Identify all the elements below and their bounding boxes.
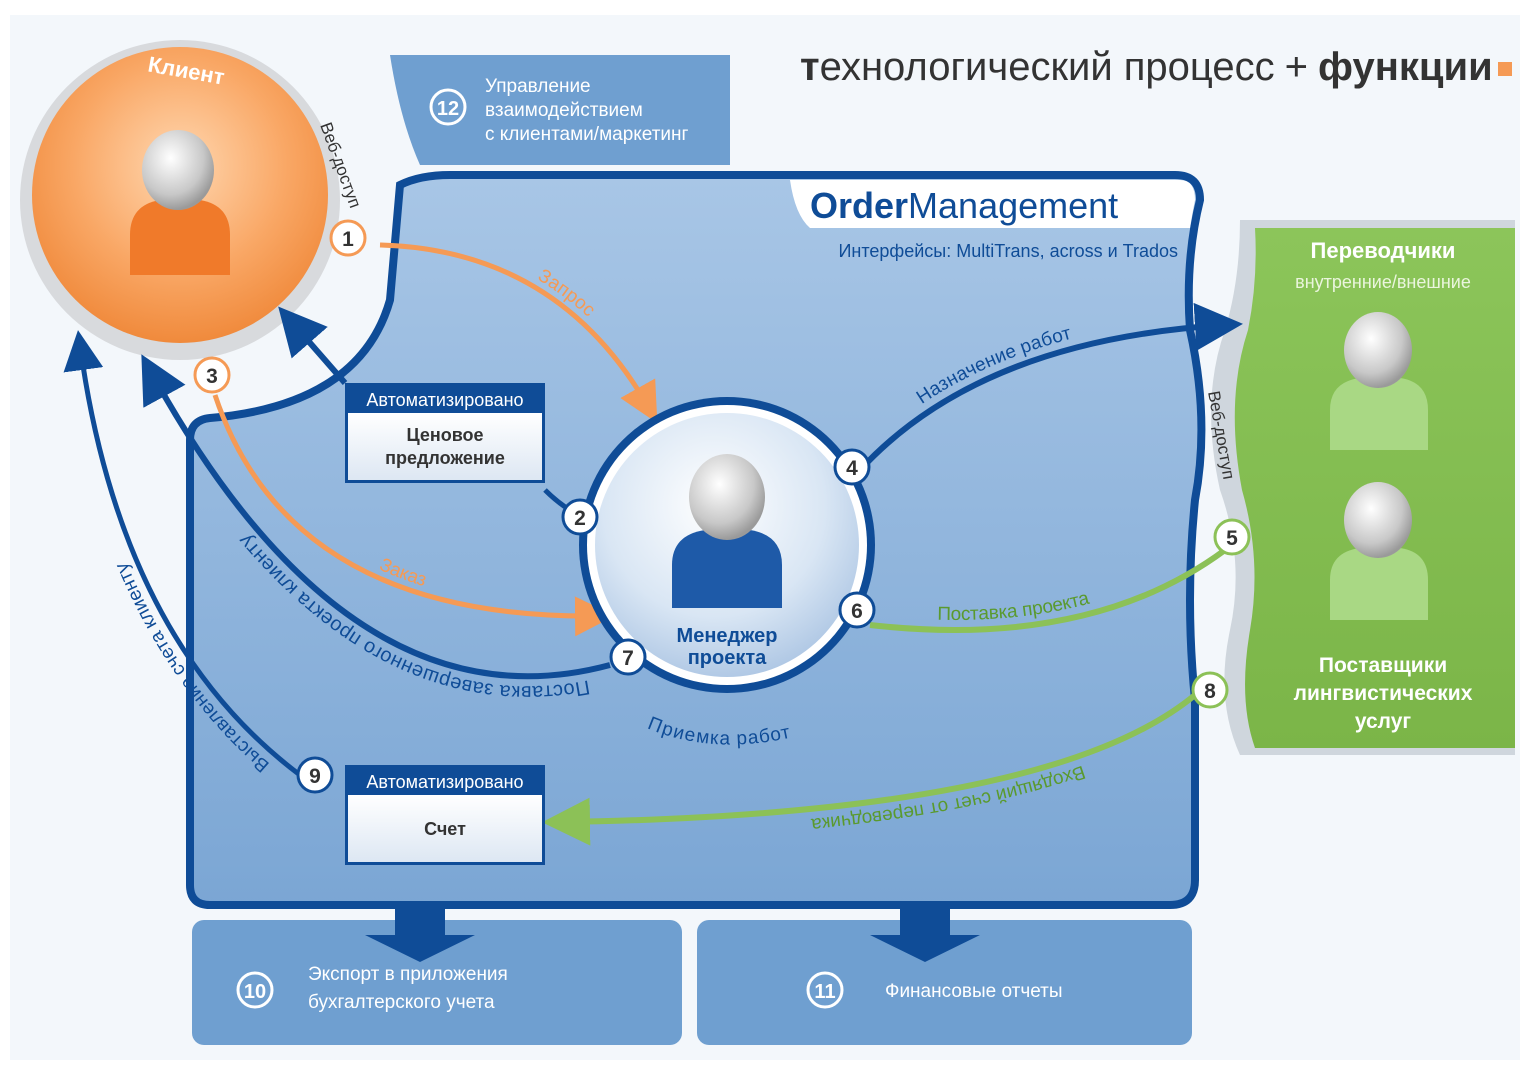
translators-panel: Переводчики внутренние/внешние Поставщик… xyxy=(1204,220,1515,755)
svg-text:4: 4 xyxy=(846,457,858,480)
providers-line-1: Поставщики xyxy=(1319,654,1447,677)
step-badge-2: 2 xyxy=(561,498,599,536)
client-avatar xyxy=(130,130,230,275)
order-management-title: OrderManagement xyxy=(810,185,1118,226)
providers-line-3: услуг xyxy=(1355,710,1412,733)
auto-price-header: Автоматизировано xyxy=(366,390,523,410)
translator-avatar-2 xyxy=(1330,482,1428,620)
step-badge-9: 9 xyxy=(296,756,334,794)
export-box: 10 Экспорт в приложения бухгалтерского у… xyxy=(192,908,682,1045)
export-number-badge: 10 xyxy=(244,981,266,1003)
reports-label: Финансовые отчеты xyxy=(885,981,1063,1002)
translators-subtitle: внутренние/внешние xyxy=(1295,272,1471,292)
translators-title: Переводчики xyxy=(1311,238,1456,263)
export-line-1: Экспорт в приложения xyxy=(308,964,508,985)
title-management: Management xyxy=(908,185,1118,226)
step-badge-8: 8 xyxy=(1191,671,1229,709)
svg-text:2: 2 xyxy=(574,507,586,530)
step-badge-1: 1 xyxy=(329,219,367,257)
step-badge-3: 3 xyxy=(193,356,231,394)
svg-text:9: 9 xyxy=(309,765,321,788)
auto-invoice-header: Автоматизировано xyxy=(366,772,523,792)
auto-price-box: Автоматизировано Ценовое предложение xyxy=(345,383,545,483)
title-word2: функции xyxy=(1318,45,1493,89)
step-badge-4: 4 xyxy=(833,448,871,486)
step-badge-6: 6 xyxy=(838,591,876,629)
title-plus: + xyxy=(1285,45,1308,89)
title-word1: ехнологический процесс xyxy=(820,45,1275,89)
svg-text:8: 8 xyxy=(1204,680,1216,703)
svg-text:технологический процесс+функци: технологический процесс+функции xyxy=(800,45,1493,89)
crm-line-1: Управление xyxy=(485,76,591,97)
svg-text:5: 5 xyxy=(1226,527,1238,550)
step-badge-7: 7 xyxy=(609,638,647,676)
svg-text:6: 6 xyxy=(851,600,863,623)
providers-line-2: лингвистических xyxy=(1294,682,1473,705)
reports-arrow-icon xyxy=(870,908,980,962)
export-arrow-icon xyxy=(365,908,475,962)
client-node: Клиент Веб-доступ xyxy=(20,40,365,360)
crm-box: 12 Управление взаимодействием с клиентам… xyxy=(390,55,730,165)
svg-text:3: 3 xyxy=(206,365,218,388)
translator-avatar-1 xyxy=(1330,312,1428,450)
crm-line-2: взаимодействием xyxy=(485,100,643,121)
reports-number-badge: 11 xyxy=(814,981,835,1003)
title-first-letter: т xyxy=(800,45,820,89)
price-to-client-flow xyxy=(278,306,348,385)
title-bullet-icon xyxy=(1498,62,1512,76)
crm-number-badge: 12 xyxy=(437,98,459,120)
svg-text:1: 1 xyxy=(342,228,354,251)
manager-avatar xyxy=(672,454,782,608)
reports-box: 11 Финансовые отчеты xyxy=(697,908,1192,1045)
auto-price-line-1: Ценовое xyxy=(406,425,483,445)
export-line-2: бухгалтерского учета xyxy=(308,992,495,1013)
manager-node: Менеджер проекта xyxy=(579,397,875,693)
interfaces-label: Интерфейсы: MultiTrans, across и Trados xyxy=(838,241,1178,261)
crm-line-3: с клиентами/маркетинг xyxy=(485,124,689,145)
auto-price-line-2: предложение xyxy=(385,448,505,468)
step-badge-5: 5 xyxy=(1213,518,1251,556)
auto-invoice-box: Автоматизировано Счет xyxy=(345,765,545,865)
svg-text:7: 7 xyxy=(622,647,634,670)
page-title: технологический процесс+функции xyxy=(800,45,1512,89)
manager-line-2: проекта xyxy=(688,647,767,669)
auto-invoice-label: Счет xyxy=(424,819,466,839)
step-badges: 1 2 3 4 5 6 7 8 xyxy=(193,219,1251,794)
title-order: Order xyxy=(810,185,908,226)
manager-line-1: Менеджер xyxy=(677,625,778,647)
